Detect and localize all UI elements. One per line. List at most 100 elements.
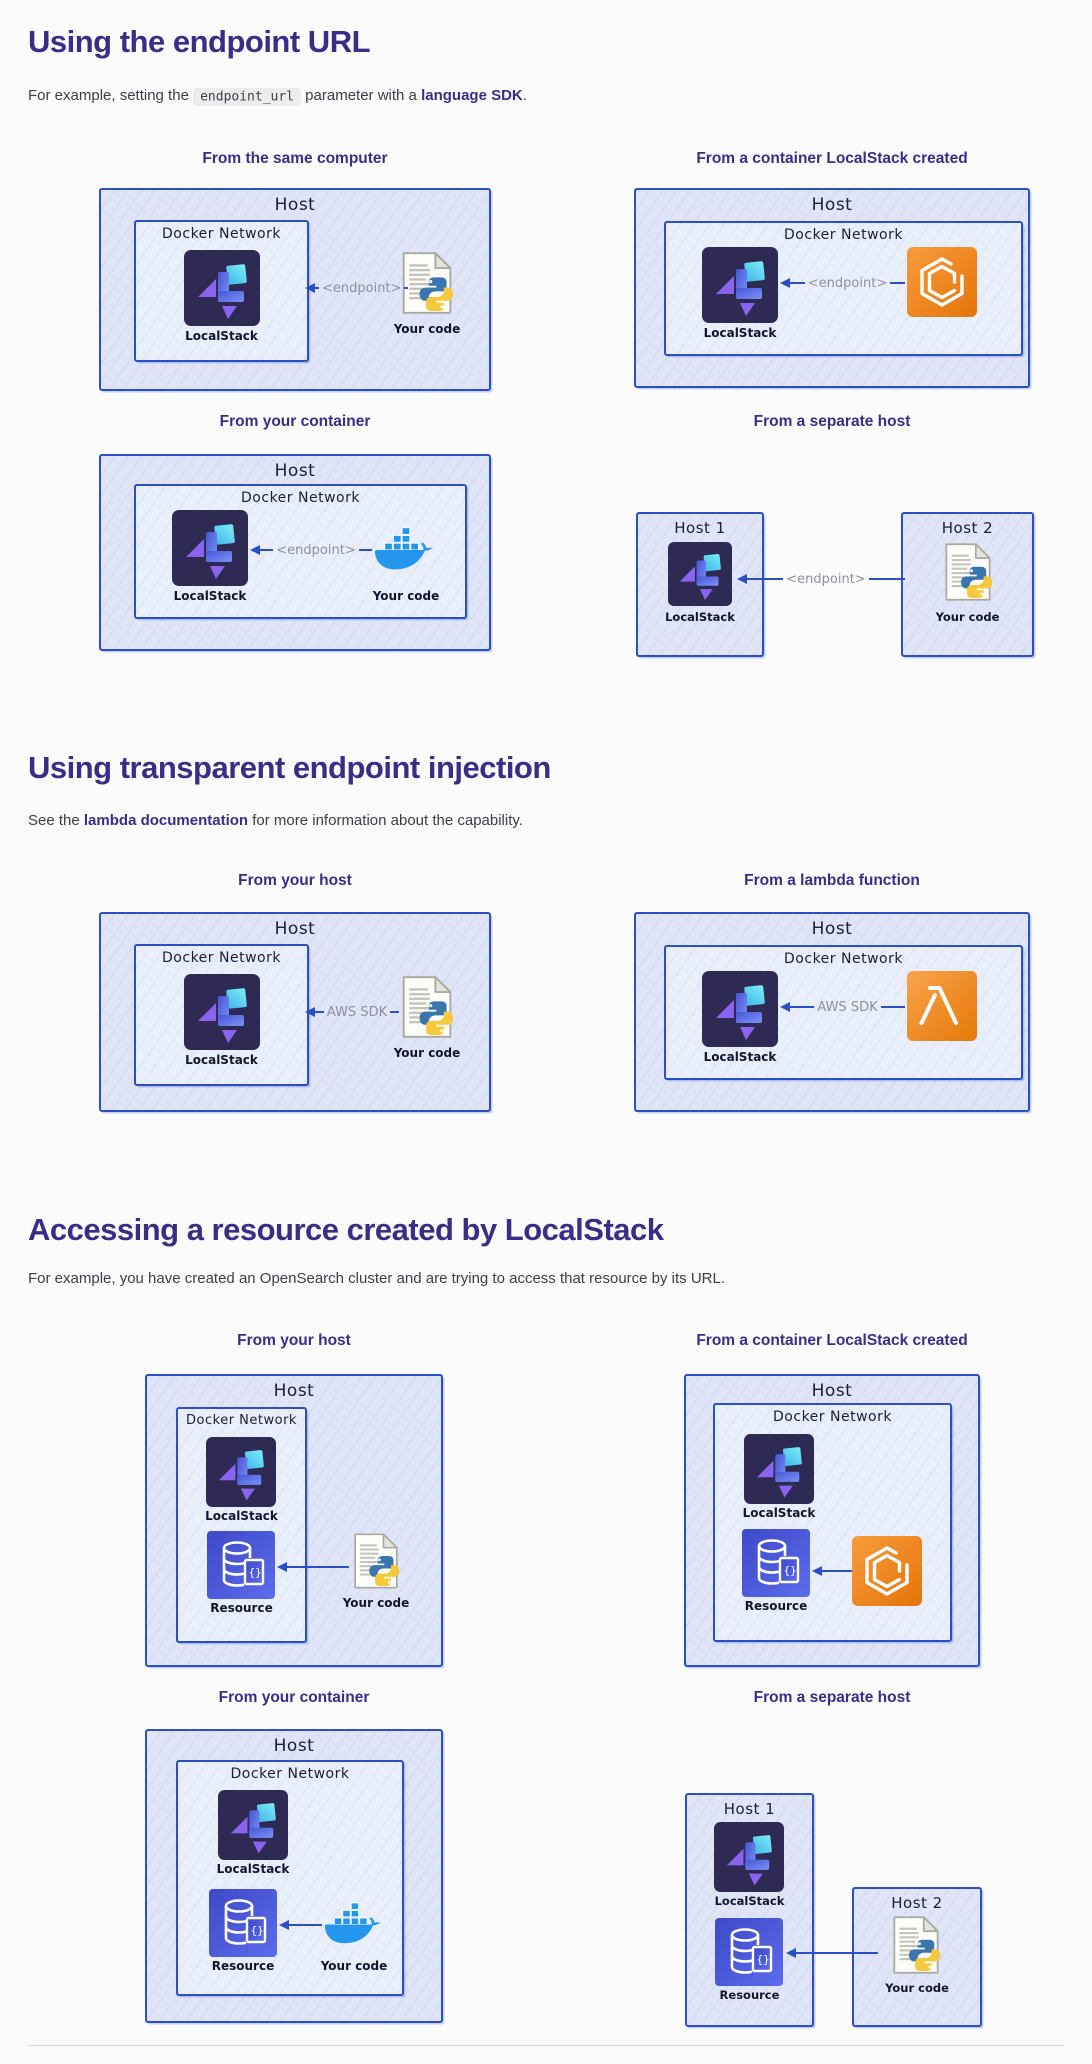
paragraph-accessing-resource: For example, you have created an OpenSea… xyxy=(28,1270,726,1287)
arrow-label: <endpoint> xyxy=(276,542,356,558)
your-code-label: Your code xyxy=(320,1959,388,1973)
diagram-separate-host: Host 1 LocalStack Host 2 You xyxy=(634,512,1034,657)
inline-code-endpoint-url: endpoint_url xyxy=(193,87,302,106)
arrowhead-icon xyxy=(277,1562,287,1572)
resource-icon: {} xyxy=(742,1529,810,1597)
localstack-icon xyxy=(702,247,778,323)
your-code-label: Your code xyxy=(393,322,461,336)
diagram-same-computer: Host Docker Network LocalStack xyxy=(99,188,491,391)
python-code-file-icon xyxy=(890,1915,942,1975)
svg-text:{}: {} xyxy=(251,1924,264,1937)
svg-text:{}: {} xyxy=(757,1953,770,1966)
docker-network-label: Docker Network xyxy=(186,1413,297,1428)
docker-network-label: Docker Network xyxy=(230,1766,350,1782)
python-code-file-icon xyxy=(399,974,455,1040)
paragraph-endpoint-url: For example, setting the endpoint_url pa… xyxy=(28,85,527,107)
localstack-label: LocalStack xyxy=(665,610,735,624)
lambda-documentation-link[interactable]: lambda documentation xyxy=(83,812,249,829)
amazon-ecs-icon xyxy=(907,247,977,317)
paragraph-text: parameter with a xyxy=(301,87,422,104)
paragraph-endpoint-injection: See the lambda documentation for more in… xyxy=(28,810,523,832)
docker-network-box: Docker Network LocalStack xyxy=(134,944,309,1086)
docker-network-label: Docker Network xyxy=(162,950,281,966)
diagram-title-separate-host: From a separate host xyxy=(753,413,911,430)
resource-icon: {} xyxy=(209,1889,277,1957)
your-code-label: Your code xyxy=(935,610,1000,624)
arrow-label: <endpoint> xyxy=(322,280,402,296)
diagram-resource-your-host: Host Docker Network LocalStack {} Resour… xyxy=(145,1374,443,1667)
aws-lambda-icon xyxy=(907,971,977,1041)
diagram-title-same-computer: From the same computer xyxy=(202,150,388,167)
amazon-ecs-icon xyxy=(852,1536,922,1606)
arrowhead-icon xyxy=(780,278,790,288)
host1-label: Host 1 xyxy=(674,519,726,537)
docker-network-label: Docker Network xyxy=(162,226,281,242)
localstack-icon xyxy=(744,1434,814,1504)
docker-network-box: Docker Network LocalStack {} Resource xyxy=(176,1407,307,1643)
docker-network-label: Docker Network xyxy=(773,1409,892,1425)
diagram-your-host: Host Docker Network LocalStack xyxy=(99,912,491,1112)
paragraph-text: . xyxy=(522,87,527,104)
language-sdk-link[interactable]: language SDK xyxy=(421,87,523,104)
localstack-label: LocalStack xyxy=(714,1894,785,1908)
localstack-label: LocalStack xyxy=(185,329,258,343)
docker-network-box: Docker Network LocalStack {} Resource xyxy=(713,1403,952,1642)
host-label: Host xyxy=(811,1381,853,1401)
endpoint-arrow: <endpoint> xyxy=(250,542,372,558)
localstack-label: LocalStack xyxy=(703,1050,777,1064)
diagram-title-your-container-2: From your container xyxy=(218,1689,370,1706)
diagram-title-your-host: From your host xyxy=(238,872,352,889)
host1-box: Host 1 LocalStack xyxy=(636,512,764,657)
host2-label: Host 2 xyxy=(891,1894,943,1912)
endpoint-arrow: <endpoint> xyxy=(737,571,905,587)
host-label: Host xyxy=(273,1736,315,1756)
section-heading-accessing-resource: Accessing a resource created by LocalSta… xyxy=(28,1212,664,1247)
docker-network-box: Docker Network LocalStack xyxy=(134,220,309,362)
resource-label: Resource xyxy=(211,1959,275,1973)
localstack-label: LocalStack xyxy=(205,1509,278,1523)
localstack-icon xyxy=(702,971,778,1047)
localstack-icon xyxy=(172,510,248,586)
localstack-label: LocalStack xyxy=(173,589,247,603)
aws-sdk-arrow: AWS SDK xyxy=(780,999,905,1015)
page-divider xyxy=(28,2045,1064,2046)
diagram-resource-separate-host: Host 1 LocalStack {} Resource Host 2 xyxy=(684,1793,982,2027)
arrowhead-icon xyxy=(250,545,260,555)
arrow-label: <endpoint> xyxy=(783,571,869,587)
paragraph-text: for more information about the capabilit… xyxy=(248,812,523,829)
resource-label: Resource xyxy=(210,1601,273,1615)
docker-whale-icon xyxy=(324,1901,384,1946)
arrowhead-icon xyxy=(305,1007,315,1017)
your-code-label: Your code xyxy=(342,1596,410,1610)
localstack-label: LocalStack xyxy=(185,1053,258,1067)
your-code-label: Your code xyxy=(393,1046,461,1060)
endpoint-arrow: <endpoint> xyxy=(780,275,905,291)
localstack-label: LocalStack xyxy=(742,1506,816,1520)
host2-box: Host 2 Your code xyxy=(852,1887,982,2027)
localstack-label: LocalStack xyxy=(216,1862,290,1876)
host-label: Host xyxy=(274,919,316,939)
diagram-resource-your-container: Host Docker Network LocalStack {} Resour… xyxy=(145,1729,443,2023)
resource-icon: {} xyxy=(715,1918,783,1986)
python-code-file-icon xyxy=(399,250,455,316)
diagram-resource-container-ls-created: Host Docker Network LocalStack {} Resour… xyxy=(684,1374,980,1667)
paragraph-text: For example, setting the xyxy=(28,87,194,104)
localstack-icon xyxy=(668,542,732,606)
aws-sdk-arrow: AWS SDK xyxy=(305,1004,399,1020)
localstack-label: LocalStack xyxy=(703,326,777,340)
resource-access-arrow xyxy=(812,1563,852,1579)
docker-network-label: Docker Network xyxy=(784,227,903,243)
arrowhead-icon xyxy=(812,1566,822,1576)
diagram-title-lambda-function: From a lambda function xyxy=(744,872,920,889)
diagram-title-container-ls-created: From a container LocalStack created xyxy=(696,150,968,167)
python-code-file-icon xyxy=(942,542,994,602)
localstack-icon xyxy=(206,1437,276,1507)
resource-icon: {} xyxy=(207,1531,275,1599)
resource-access-arrow xyxy=(786,1945,878,1961)
resource-label: Resource xyxy=(719,1988,780,2002)
host2-label: Host 2 xyxy=(941,519,994,537)
section-heading-endpoint-url: Using the endpoint URL xyxy=(28,24,371,59)
arrowhead-icon xyxy=(780,1002,790,1012)
diagram-lambda-function: Host Docker Network LocalStack AWS SDK xyxy=(634,912,1030,1112)
